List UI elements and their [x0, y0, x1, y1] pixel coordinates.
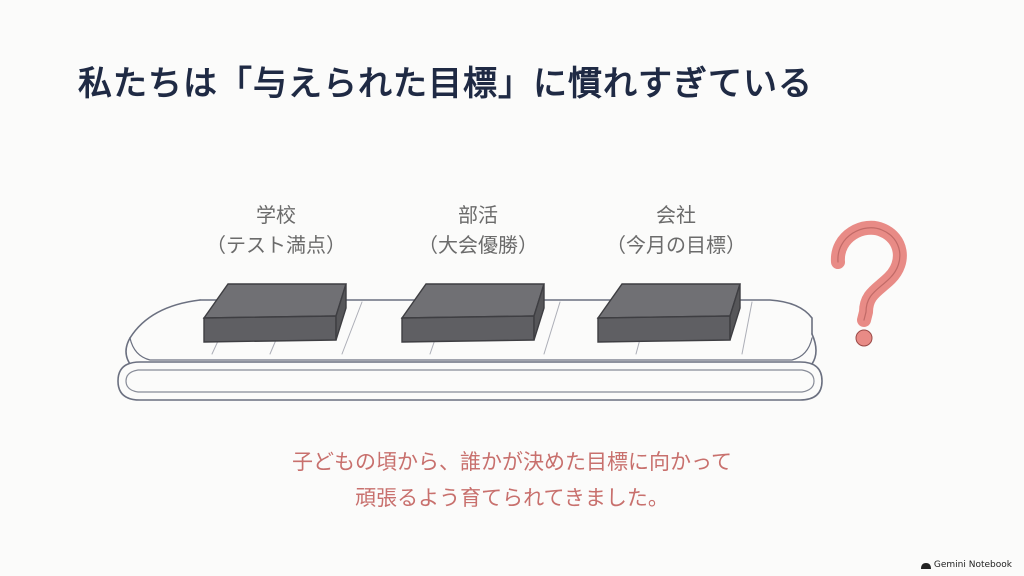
- caption-line-1: 子どもの頃から、誰かが決めた目標に向かって: [292, 450, 732, 474]
- item-detail: （テスト満点）: [206, 233, 346, 257]
- slide-title: 私たちは「与えられた目標」に慣れすぎている: [78, 64, 813, 104]
- caption-line-2: 頑張るよう育てられてきました。: [355, 486, 669, 510]
- box-school: [202, 283, 347, 343]
- item-label-company: 会社 （今月の目標）: [576, 200, 776, 260]
- watermark-text: Gemini Notebook: [933, 560, 1012, 570]
- question-mark-icon: [831, 220, 907, 347]
- item-detail: （大会優勝）: [418, 233, 538, 257]
- item-name: 部活: [458, 203, 498, 227]
- caption: 子どもの頃から、誰かが決めた目標に向かって 頑張るよう育てられてきました。: [162, 444, 862, 516]
- box-company: [596, 283, 741, 343]
- conveyor-belt: [117, 299, 823, 401]
- notebook-logo-icon: [920, 562, 931, 569]
- item-name: 学校: [256, 203, 296, 227]
- item-name: 会社: [656, 203, 696, 227]
- item-detail: （今月の目標）: [606, 233, 746, 257]
- watermark: Gemini Notebook: [920, 560, 1012, 570]
- item-label-school: 学校 （テスト満点）: [176, 200, 376, 260]
- box-club: [400, 283, 545, 343]
- item-label-club: 部活 （大会優勝）: [378, 200, 578, 260]
